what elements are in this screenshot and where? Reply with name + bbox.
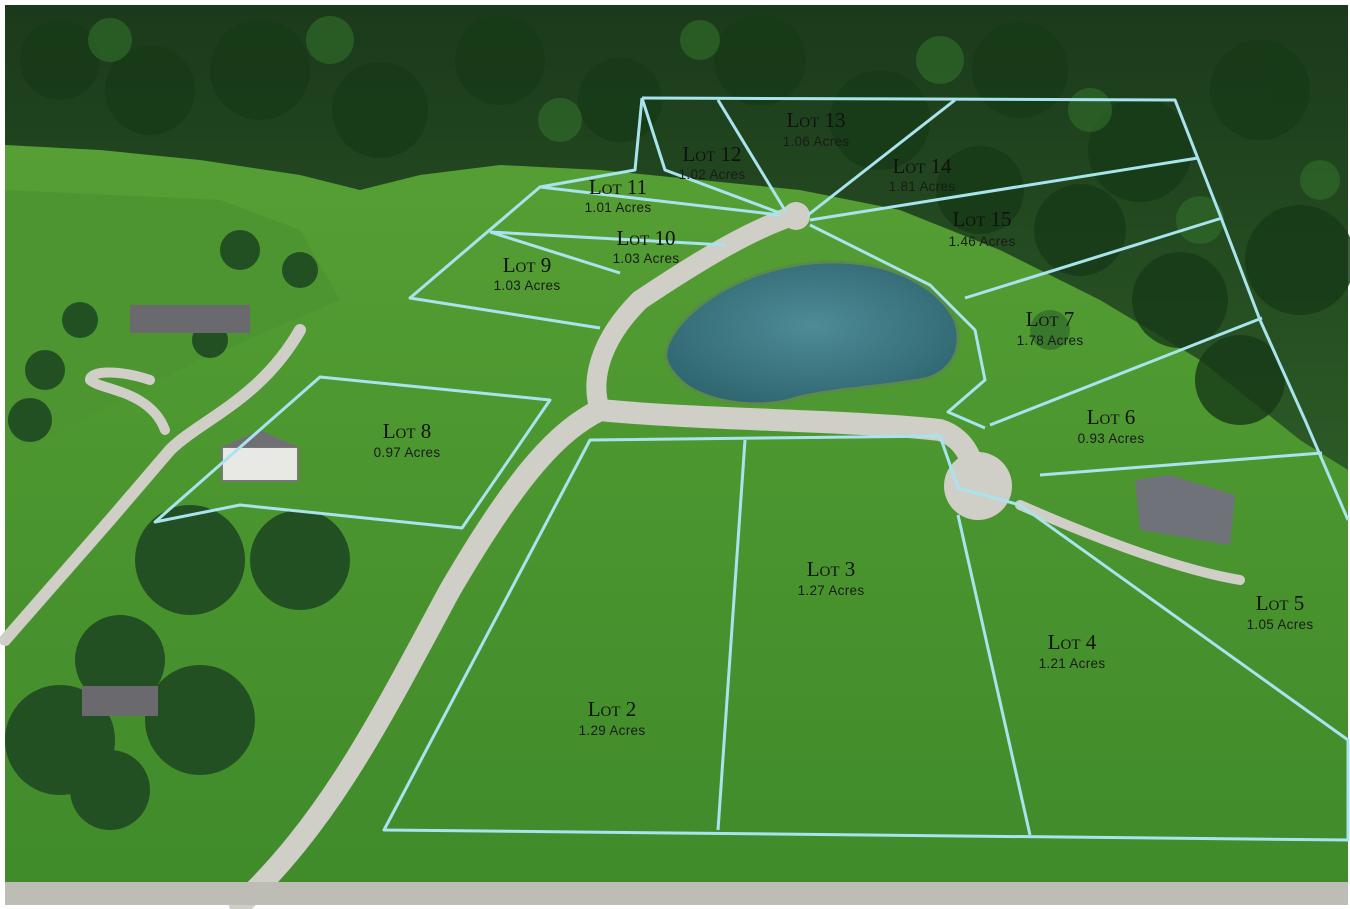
svg-text:1.29 Acres: 1.29 Acres bbox=[579, 723, 646, 738]
highway bbox=[5, 882, 1348, 905]
lot-label-lot-15[interactable]: Lot 15 1.46 Acres bbox=[949, 207, 1016, 249]
svg-text:Lot 9: Lot 9 bbox=[503, 253, 552, 277]
tree-highlights bbox=[88, 16, 1340, 350]
lot-label-lot-4[interactable]: Lot 4 1.21 Acres bbox=[1039, 630, 1106, 671]
svg-text:Lot 5: Lot 5 bbox=[1256, 591, 1305, 615]
lot-boundaries bbox=[153, 96, 1350, 842]
svg-text:Lot 2: Lot 2 bbox=[588, 697, 637, 721]
svg-text:1.46 Acres: 1.46 Acres bbox=[949, 234, 1016, 249]
lot-label-lot-12[interactable]: Lot 12 1.02 Acres bbox=[679, 142, 746, 182]
svg-text:0.93 Acres: 0.93 Acres bbox=[1078, 431, 1145, 446]
lot-label-lot-6[interactable]: Lot 6 0.93 Acres bbox=[1078, 405, 1145, 446]
lot-label-lot-9[interactable]: Lot 9 1.03 Acres bbox=[494, 253, 561, 293]
lot-label-lot-3[interactable]: Lot 3 1.27 Acres bbox=[798, 557, 865, 598]
svg-text:1.05 Acres: 1.05 Acres bbox=[1247, 617, 1314, 632]
svg-text:1.03 Acres: 1.03 Acres bbox=[613, 251, 680, 266]
svg-text:Lot 14: Lot 14 bbox=[892, 154, 952, 178]
left-trees bbox=[5, 230, 350, 830]
buildings bbox=[82, 305, 1235, 716]
roads bbox=[0, 205, 1245, 909]
svg-text:Lot 6: Lot 6 bbox=[1087, 405, 1136, 429]
lot-label-lot-8[interactable]: Lot 8 0.97 Acres bbox=[374, 419, 441, 460]
svg-text:Lot 12: Lot 12 bbox=[682, 142, 741, 166]
svg-text:1.02 Acres: 1.02 Acres bbox=[679, 167, 746, 182]
lot-label-lot-10[interactable]: Lot 10 1.03 Acres bbox=[613, 226, 680, 266]
svg-text:Lot 10: Lot 10 bbox=[616, 226, 675, 250]
svg-text:Lot 11: Lot 11 bbox=[589, 175, 647, 199]
svg-text:Lot 3: Lot 3 bbox=[807, 557, 856, 581]
cul-de-sac-north bbox=[782, 202, 810, 230]
lot-label-lot-14[interactable]: Lot 14 1.81 Acres bbox=[889, 154, 956, 194]
svg-text:1.27 Acres: 1.27 Acres bbox=[798, 583, 865, 598]
svg-text:1.01 Acres: 1.01 Acres bbox=[585, 200, 652, 215]
svg-text:1.81 Acres: 1.81 Acres bbox=[889, 179, 956, 194]
lot-label-lot-2[interactable]: Lot 2 1.29 Acres bbox=[579, 697, 646, 738]
lot-label-lot-5[interactable]: Lot 5 1.05 Acres bbox=[1247, 591, 1314, 632]
svg-text:1.03 Acres: 1.03 Acres bbox=[494, 278, 561, 293]
lot-label-lot-7[interactable]: Lot 7 1.78 Acres bbox=[1017, 307, 1084, 348]
svg-text:Lot 7: Lot 7 bbox=[1026, 307, 1075, 331]
svg-text:1.78 Acres: 1.78 Acres bbox=[1017, 333, 1084, 348]
svg-text:1.21 Acres: 1.21 Acres bbox=[1039, 656, 1106, 671]
lot-label-lot-13[interactable]: Lot 13 1.06 Acres bbox=[783, 108, 850, 149]
svg-text:Lot 8: Lot 8 bbox=[383, 419, 432, 443]
lot-label-lot-11[interactable]: Lot 11 1.01 Acres bbox=[585, 175, 652, 215]
svg-text:Lot 15: Lot 15 bbox=[952, 207, 1011, 231]
svg-text:Lot 4: Lot 4 bbox=[1048, 630, 1097, 654]
cul-de-sac-south bbox=[944, 452, 1012, 520]
svg-text:1.06 Acres: 1.06 Acres bbox=[783, 134, 850, 149]
svg-text:0.97 Acres: 0.97 Acres bbox=[374, 445, 441, 460]
svg-text:Lot 13: Lot 13 bbox=[786, 108, 845, 132]
pond bbox=[664, 260, 960, 406]
